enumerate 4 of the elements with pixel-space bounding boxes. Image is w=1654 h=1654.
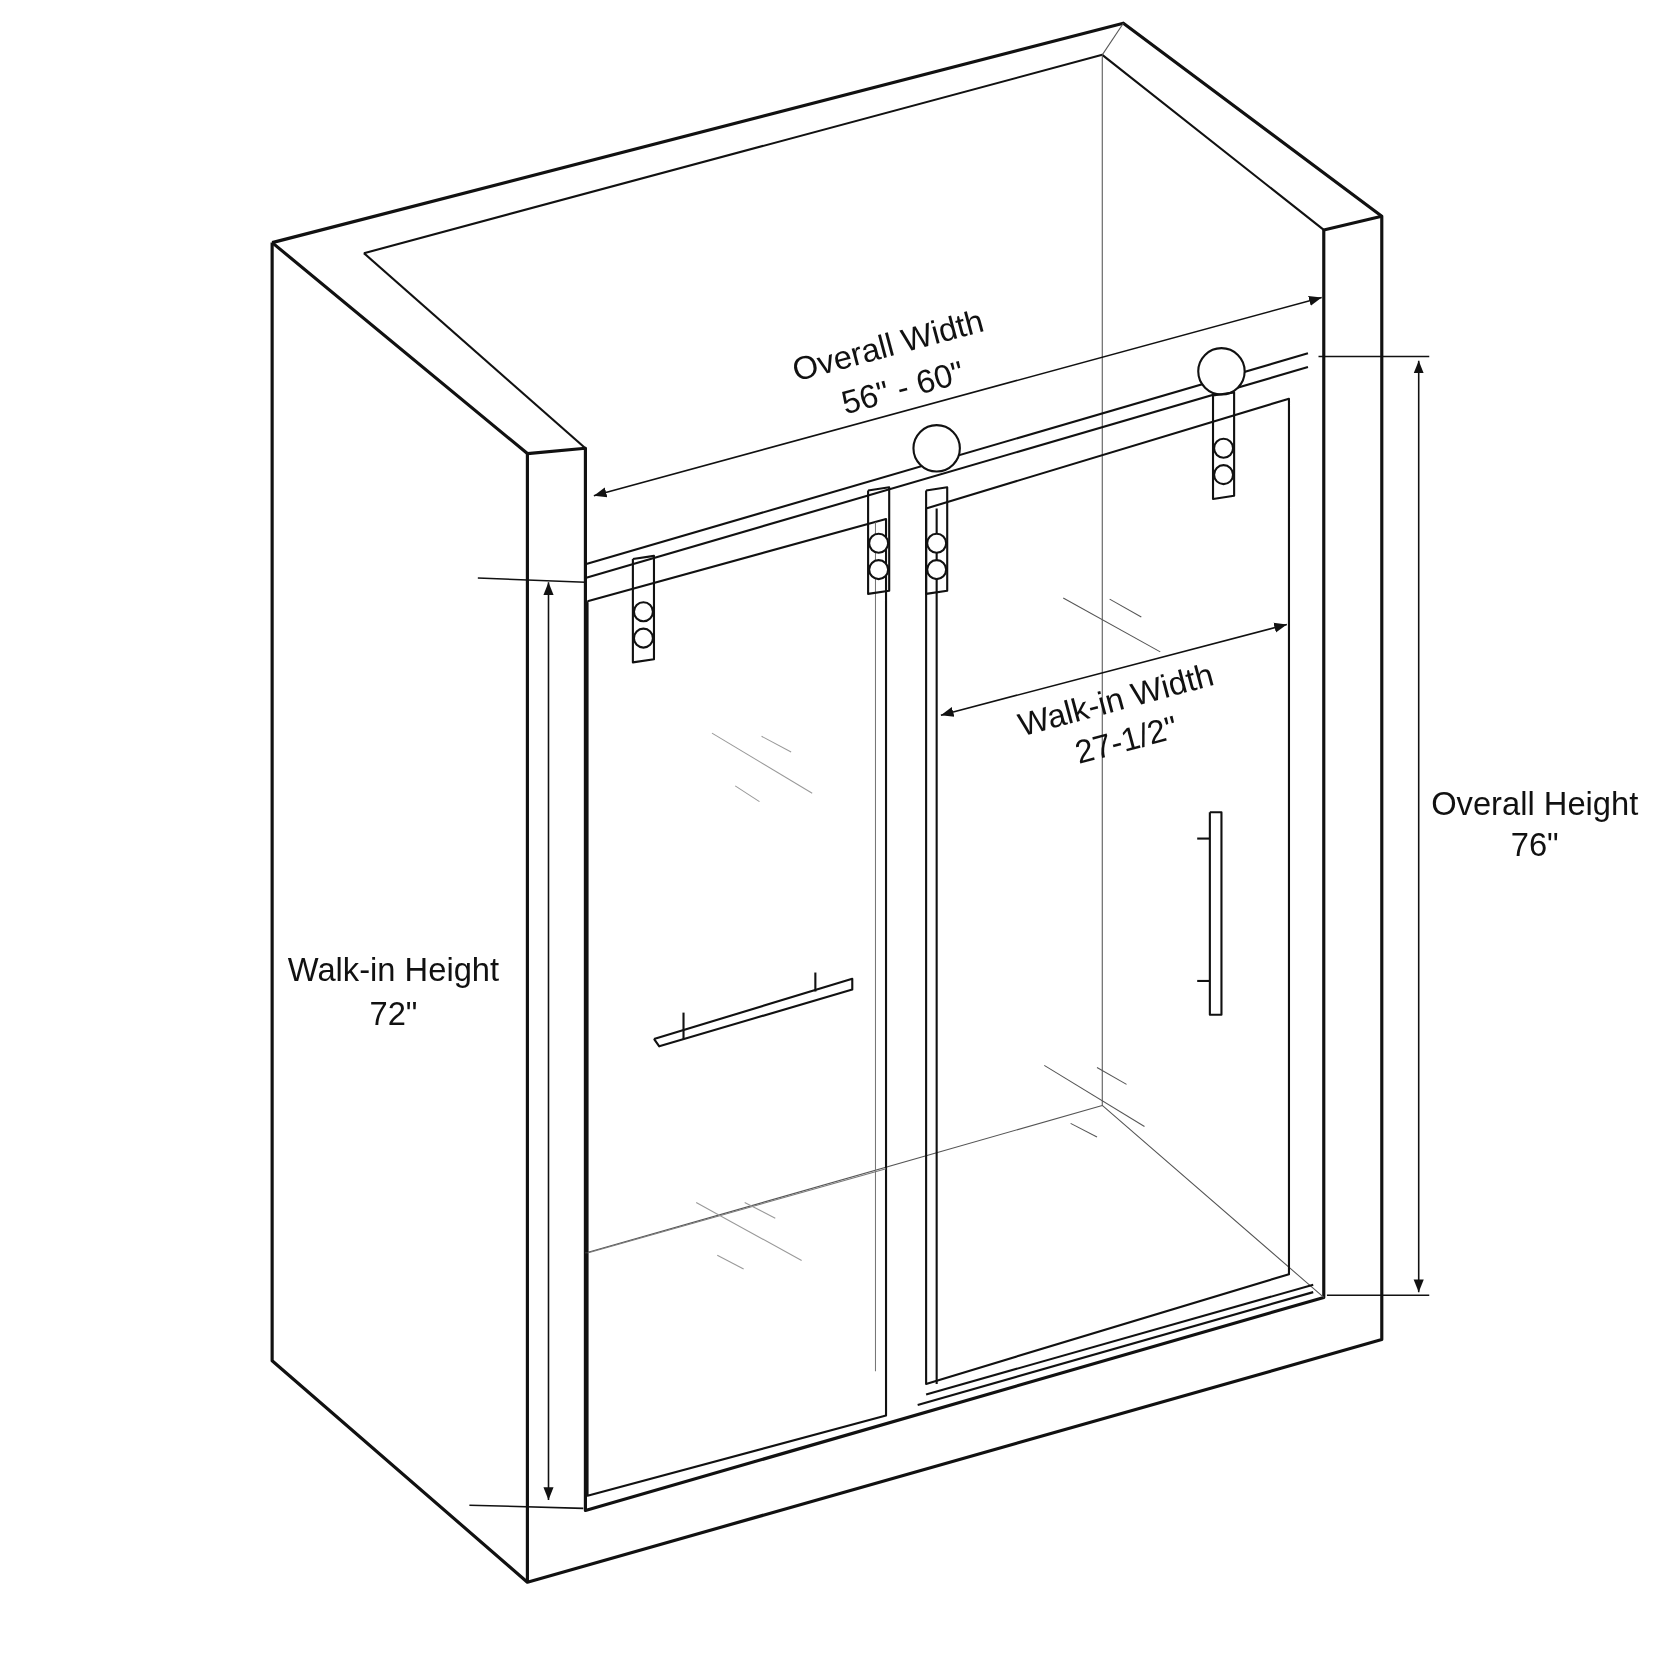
dimension-value: 72": [369, 996, 418, 1033]
dimension-value: 76": [1510, 827, 1559, 864]
dimension-label: Walk-in Height: [287, 952, 500, 989]
dimension-label: Overall Height: [1431, 786, 1639, 823]
